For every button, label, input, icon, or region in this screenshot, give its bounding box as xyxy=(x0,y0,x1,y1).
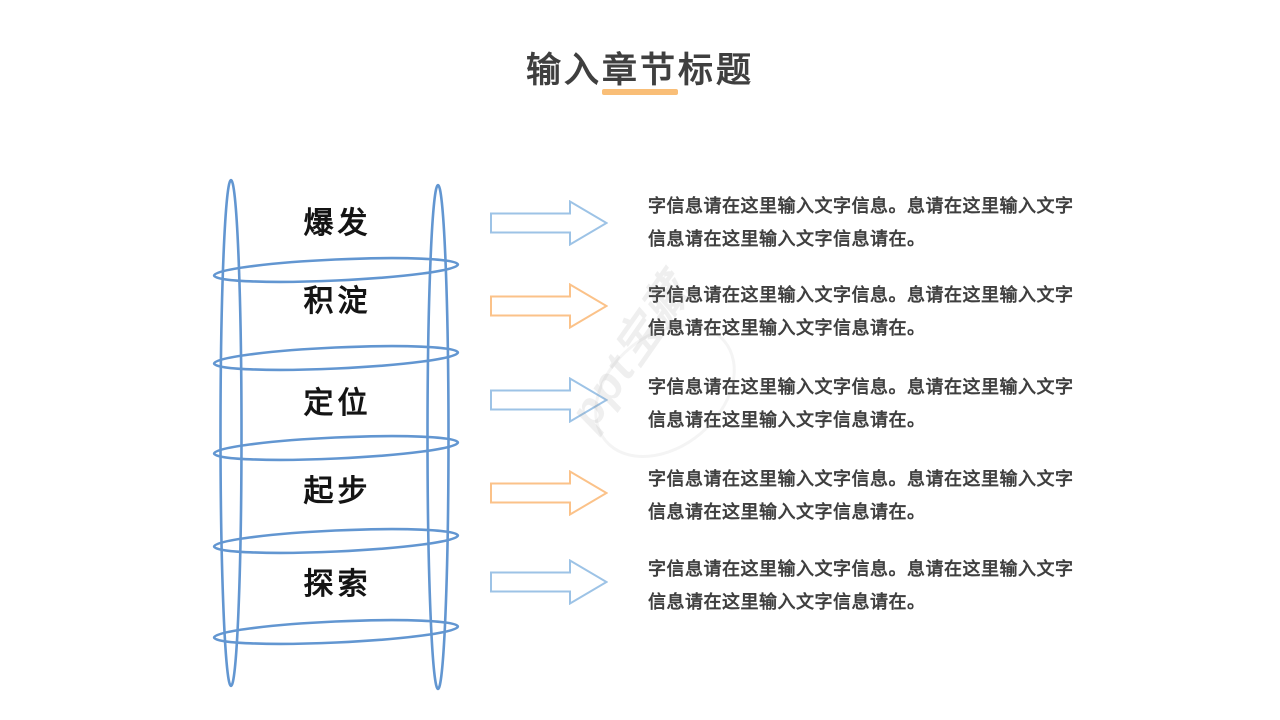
title-underline-bar xyxy=(602,89,678,95)
arrow-right-icon-5 xyxy=(490,559,608,605)
page-title: 输入章节标题 xyxy=(525,51,754,90)
ladder-label-3: 定位 xyxy=(303,387,372,420)
body-text-block-5: 字信息请在这里输入文字信息。息请在这里输入文字 信息请在这里输入文字信息请在。 xyxy=(648,553,1088,619)
arrow-right-icon-4 xyxy=(490,470,608,516)
ladder-label-4: 起步 xyxy=(303,475,372,508)
body-text-line: 字信息请在这里输入文字信息。息请在这里输入文字 xyxy=(648,559,1074,579)
body-text-block-3: 字信息请在这里输入文字信息。息请在这里输入文字 信息请在这里输入文字信息请在。 xyxy=(648,371,1088,437)
body-text-block-4: 字信息请在这里输入文字信息。息请在这里输入文字 信息请在这里输入文字信息请在。 xyxy=(648,463,1088,529)
arrow-right-icon-2 xyxy=(490,283,608,329)
body-text-line: 信息请在这里输入文字信息请在。 xyxy=(648,318,926,338)
ladder-label-1: 爆发 xyxy=(303,207,372,240)
title-block: 输入章节标题 xyxy=(0,0,1280,93)
ladder-rung-4 xyxy=(212,527,460,555)
body-text-line: 信息请在这里输入文字信息请在。 xyxy=(648,410,926,430)
ladder-rung-1 xyxy=(212,256,460,284)
body-text-line: 字信息请在这里输入文字信息。息请在这里输入文字 xyxy=(648,196,1074,216)
ladder-rung-3 xyxy=(212,434,460,462)
ladder-label-5: 探索 xyxy=(303,568,372,601)
body-text-line: 字信息请在这里输入文字信息。息请在这里输入文字 xyxy=(648,377,1074,397)
body-text-line: 信息请在这里输入文字信息请在。 xyxy=(648,502,926,522)
arrow-right-icon-3 xyxy=(490,377,608,423)
body-text-line: 字信息请在这里输入文字信息。息请在这里输入文字 xyxy=(648,469,1074,489)
body-text-line: 信息请在这里输入文字信息请在。 xyxy=(648,592,926,612)
ladder-left-rail xyxy=(219,178,243,688)
body-text-line: 字信息请在这里输入文字信息。息请在这里输入文字 xyxy=(648,285,1074,305)
ladder-diagram xyxy=(212,178,460,691)
arrow-right-icon-1 xyxy=(490,200,608,246)
body-text-block-1: 字信息请在这里输入文字信息。息请在这里输入文字 信息请在这里输入文字信息请在。 xyxy=(648,190,1088,256)
ladder-label-2: 积淀 xyxy=(303,285,372,318)
body-text-line: 信息请在这里输入文字信息请在。 xyxy=(648,229,926,249)
body-text-block-2: 字信息请在这里输入文字信息。息请在这里输入文字 信息请在这里输入文字信息请在。 xyxy=(648,279,1088,345)
ladder-rung-5 xyxy=(212,618,460,646)
ladder-rung-2 xyxy=(212,344,460,372)
